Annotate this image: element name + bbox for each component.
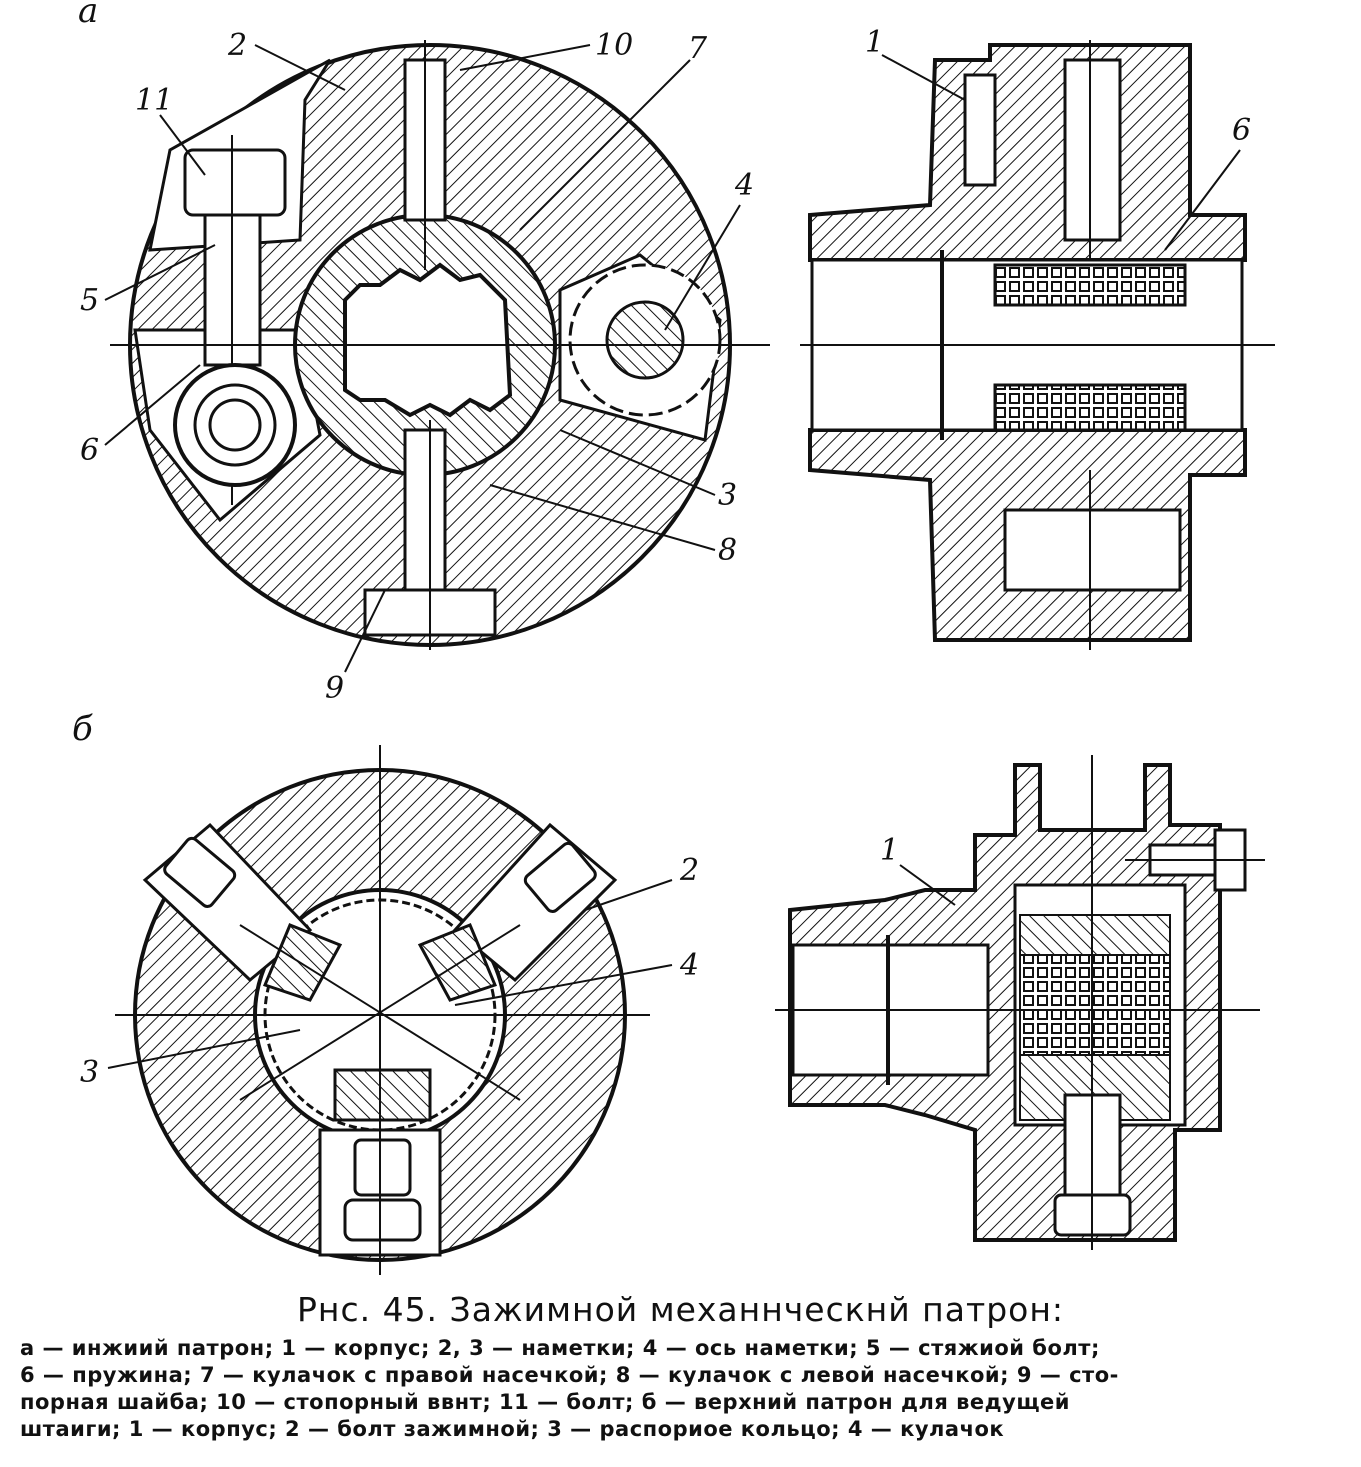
label-10: 10 bbox=[595, 28, 633, 63]
label-6: 6 bbox=[80, 433, 99, 468]
caption-line-1: а — инжиий патрон; 1 — корпус; 2, 3 — на… bbox=[20, 1336, 1100, 1360]
label-7: 7 bbox=[688, 31, 708, 66]
chuck-drawing: а 2 10 7 11 4 5 6 3 8 9 bbox=[72, 0, 1275, 1275]
caption-title: Рнс. 45. Зажимной механнческнй патрон: bbox=[296, 1290, 1065, 1329]
label-8: 8 bbox=[718, 533, 737, 568]
view-a-front-labels: а 2 10 7 11 4 5 6 3 8 9 bbox=[78, 0, 754, 706]
view-a-section bbox=[800, 40, 1275, 650]
caption-body: а — инжиий патрон; 1 — корпус; 2, 3 — на… bbox=[20, 1335, 1341, 1443]
label-11: 11 bbox=[135, 83, 173, 118]
label-1: 1 bbox=[865, 25, 884, 60]
label-2: 2 bbox=[227, 28, 247, 63]
caption-line-3: порная шайба; 10 — стопорный ввнт; 11 — … bbox=[20, 1390, 1070, 1414]
caption-line-2: 6 — пружина; 7 — кулачок с правой насечк… bbox=[20, 1363, 1119, 1387]
view-a-section-labels: 1 6 bbox=[865, 25, 1251, 251]
label-4: 4 bbox=[734, 168, 754, 203]
label-1-bottom: 1 bbox=[880, 833, 899, 868]
figure-caption: Рнс. 45. Зажимной механнческнй патрон: а… bbox=[20, 1290, 1341, 1443]
panel-label-a: а bbox=[78, 0, 98, 31]
label-4-bottom: 4 bbox=[679, 948, 699, 983]
label-3: 3 bbox=[718, 478, 737, 513]
view-b-section-labels: 1 bbox=[880, 833, 956, 906]
label-2-bottom: 2 bbox=[679, 853, 699, 888]
view-b-front-labels: б 2 4 3 bbox=[72, 709, 699, 1090]
view-a-front bbox=[110, 40, 770, 650]
label-3-bottom: 3 bbox=[80, 1055, 99, 1090]
view-b-front bbox=[115, 745, 650, 1275]
panel-label-b: б bbox=[72, 709, 93, 749]
view-b-section bbox=[775, 755, 1265, 1250]
caption-line-4: штаиги; 1 — корпус; 2 — болт зажимной; 3… bbox=[20, 1417, 1005, 1441]
label-6-right: 6 bbox=[1232, 113, 1251, 148]
label-5: 5 bbox=[80, 283, 99, 318]
label-9: 9 bbox=[325, 671, 344, 706]
